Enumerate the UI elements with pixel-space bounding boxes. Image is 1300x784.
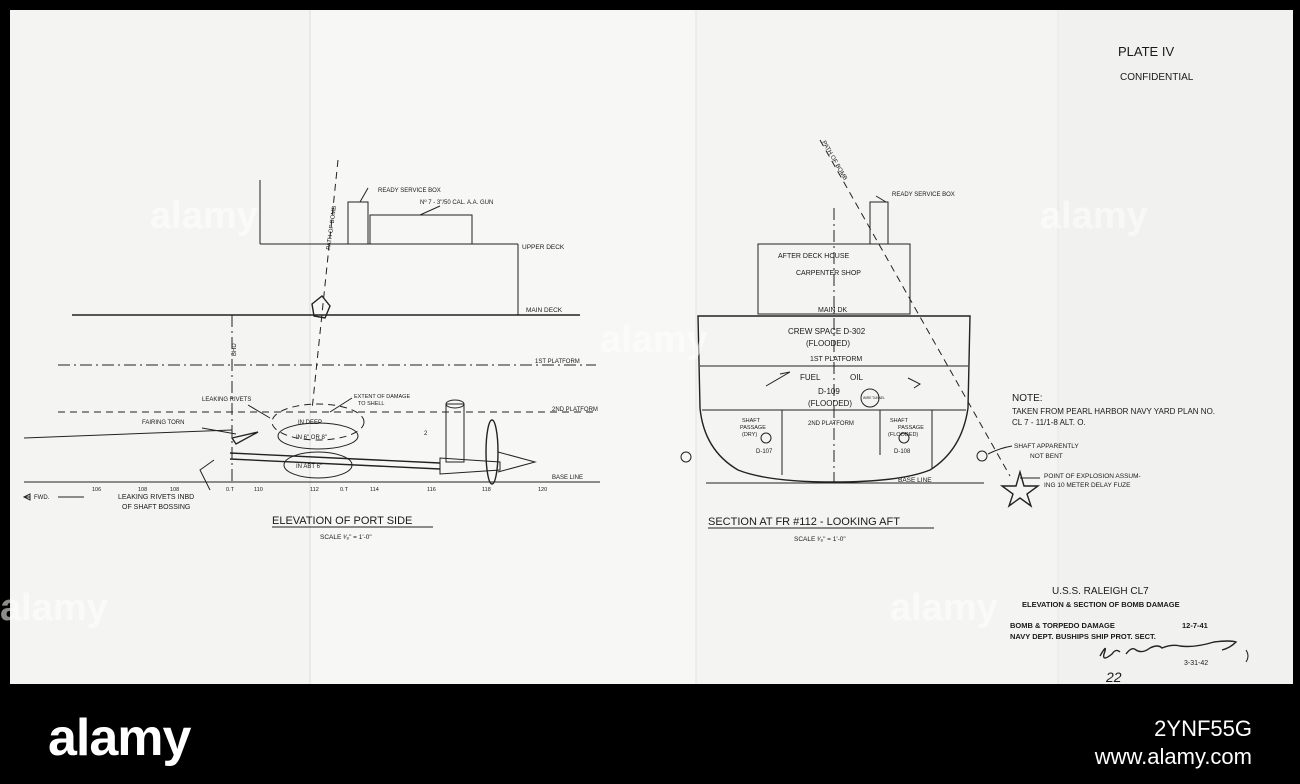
d109-label: D-109 [818, 387, 840, 396]
explosion-label-2: ING 10 METER DELAY FUZE [1044, 482, 1131, 489]
d109-flooded-label: (FLOODED) [808, 399, 852, 408]
watermark-overlay: alamy alamy alamy alamy alamy [0, 195, 1148, 629]
watermark-text: alamy [150, 195, 258, 237]
note-line-1: TAKEN FROM PEARL HARBOR NAVY YARD PLAN N… [1012, 407, 1215, 416]
shaft-apparently-label-1: SHAFT APPARENTLY [1014, 443, 1079, 450]
stock-brand-bar [0, 692, 1300, 784]
wire-tunnel-label: WIRE TUNNEL [863, 396, 885, 400]
frame-number: 0.T [340, 487, 349, 493]
frame-number: 120 [538, 487, 547, 493]
elev-base-line-label: BASE LINE [552, 475, 583, 481]
date-2: 3-31-42 [1184, 660, 1208, 667]
after-deck-house-label: AFTER DECK HOUSE [778, 253, 850, 260]
section-base-line-label: BASE LINE [898, 477, 932, 484]
crew-space-flooded-label: (FLOODED) [806, 339, 850, 348]
mark-2: 2 [424, 431, 428, 437]
in-abt-6-label: IN ABT 6" [296, 464, 322, 470]
damage-category: BOMB & TORPEDO DAMAGE [1010, 621, 1115, 630]
frame-number: 114 [370, 487, 379, 493]
fuel-label: FUEL [800, 373, 821, 382]
in-6-or-8-label: IN 6" OR 8" [296, 435, 327, 441]
title-block: U.S.S. RALEIGH CL7 ELEVATION & SECTION O… [1010, 586, 1249, 685]
elev-ready-service-box-label: READY SERVICE BOX [378, 188, 441, 194]
extent-damage-label-2: TO SHELL [358, 401, 385, 407]
watermark-text: alamy [0, 587, 108, 629]
office: NAVY DEPT. BUSHIPS SHIP PROT. SECT. [1010, 632, 1156, 641]
date-1: 12-7-41 [1182, 621, 1208, 630]
frame-number: 0.T [226, 487, 235, 493]
frame-number: 110 [254, 487, 263, 493]
elev-platform-1-label: 1ST PLATFORM [535, 359, 580, 365]
leaking-rivets-label: LEAKING RIVETS [202, 397, 251, 403]
section-platform-2-label: 2ND PLATFORM [808, 421, 854, 427]
section-ready-service-box-label: READY SERVICE BOX [892, 192, 955, 198]
main-deck-label: MAIN DECK [526, 307, 563, 314]
extent-damage-label-1: EXTENT OF DAMAGE [354, 394, 410, 400]
shaft-passage-dry-3: (DRY) [742, 432, 757, 438]
shaft-apparently-label-2: NOT BENT [1030, 453, 1063, 460]
fwd-label: FWD. [34, 495, 50, 501]
elev-gun-label: Nº 7 - 3"/50 CAL. A.A. GUN [420, 199, 493, 206]
drawing-subject: ELEVATION & SECTION OF BOMB DAMAGE [1022, 600, 1180, 609]
shaft-passage-dry-2: PASSAGE [740, 425, 766, 431]
shaft-passage-flooded-3: (FLOODED) [888, 432, 918, 438]
alamy-logo: alamy [48, 709, 191, 767]
section-scale: SCALE ³⁄₈" = 1'-0" [794, 536, 846, 543]
frame-number: 108 [170, 487, 179, 493]
frame-number: 116 [427, 487, 436, 493]
elevation-drawing [22, 159, 600, 501]
watermark-text: alamy [600, 319, 708, 361]
elevation-title: ELEVATION OF PORT SIDE [272, 515, 412, 527]
shaft-passage-flooded-2: PASSAGE [898, 425, 924, 431]
oil-label: OIL [850, 373, 863, 382]
image-id: 2YNF55G [1154, 716, 1252, 741]
shaft-passage-flooded-1: SHAFT [890, 418, 909, 424]
leaking-rivets-inbd-label-1: LEAKING RIVETS INBD [118, 494, 194, 501]
signature [1099, 640, 1238, 659]
watermark-text: alamy [890, 587, 998, 629]
frame-number: 118 [482, 487, 491, 493]
section-title: SECTION AT FR #112 - LOOKING AFT [708, 516, 900, 528]
note-heading: NOTE: [1012, 393, 1043, 404]
in-deep-label: IN DEEP [298, 420, 322, 426]
section-platform-1-label: 1ST PLATFORM [810, 356, 862, 363]
ship-name: U.S.S. RALEIGH CL7 [1052, 586, 1149, 597]
watermark-text: alamy [1040, 195, 1148, 237]
explosion-label-1: POINT OF EXPLOSION ASSUM- [1044, 473, 1141, 480]
carpenter-shop-label: CARPENTER SHOP [796, 270, 861, 277]
d107-label: D-107 [756, 449, 773, 455]
main-dk-label: MAIN DK [818, 307, 848, 314]
upper-deck-label: UPPER DECK [522, 244, 565, 251]
section-drawing [680, 139, 1041, 508]
crew-space-label: CREW SPACE D-302 [788, 327, 866, 336]
plate-number: PLATE IV [1118, 44, 1174, 59]
leaking-rivets-inbd-label-2: OF SHAFT BOSSING [122, 504, 190, 511]
bhd-label: BHD [232, 343, 238, 356]
shaft-passage-dry-1: SHAFT [742, 418, 761, 424]
elevation-scale: SCALE ³⁄₈" = 1'-0" [320, 534, 372, 541]
frame-number: 106 [92, 487, 101, 493]
d108-label: D-108 [894, 449, 911, 455]
classification: CONFIDENTIAL [1120, 72, 1194, 83]
site-url: www.alamy.com [1094, 744, 1252, 769]
sheet-mark: 22 [1105, 669, 1122, 685]
frame-number: 112 [310, 487, 319, 493]
fairing-torn-label: FAIRING TORN [142, 420, 184, 426]
elev-platform-2-label: 2ND PLATFORM [552, 407, 598, 413]
note-line-2: CL 7 - 11/1-8 ALT. O. [1012, 418, 1086, 427]
frame-number: 108 [138, 487, 147, 493]
